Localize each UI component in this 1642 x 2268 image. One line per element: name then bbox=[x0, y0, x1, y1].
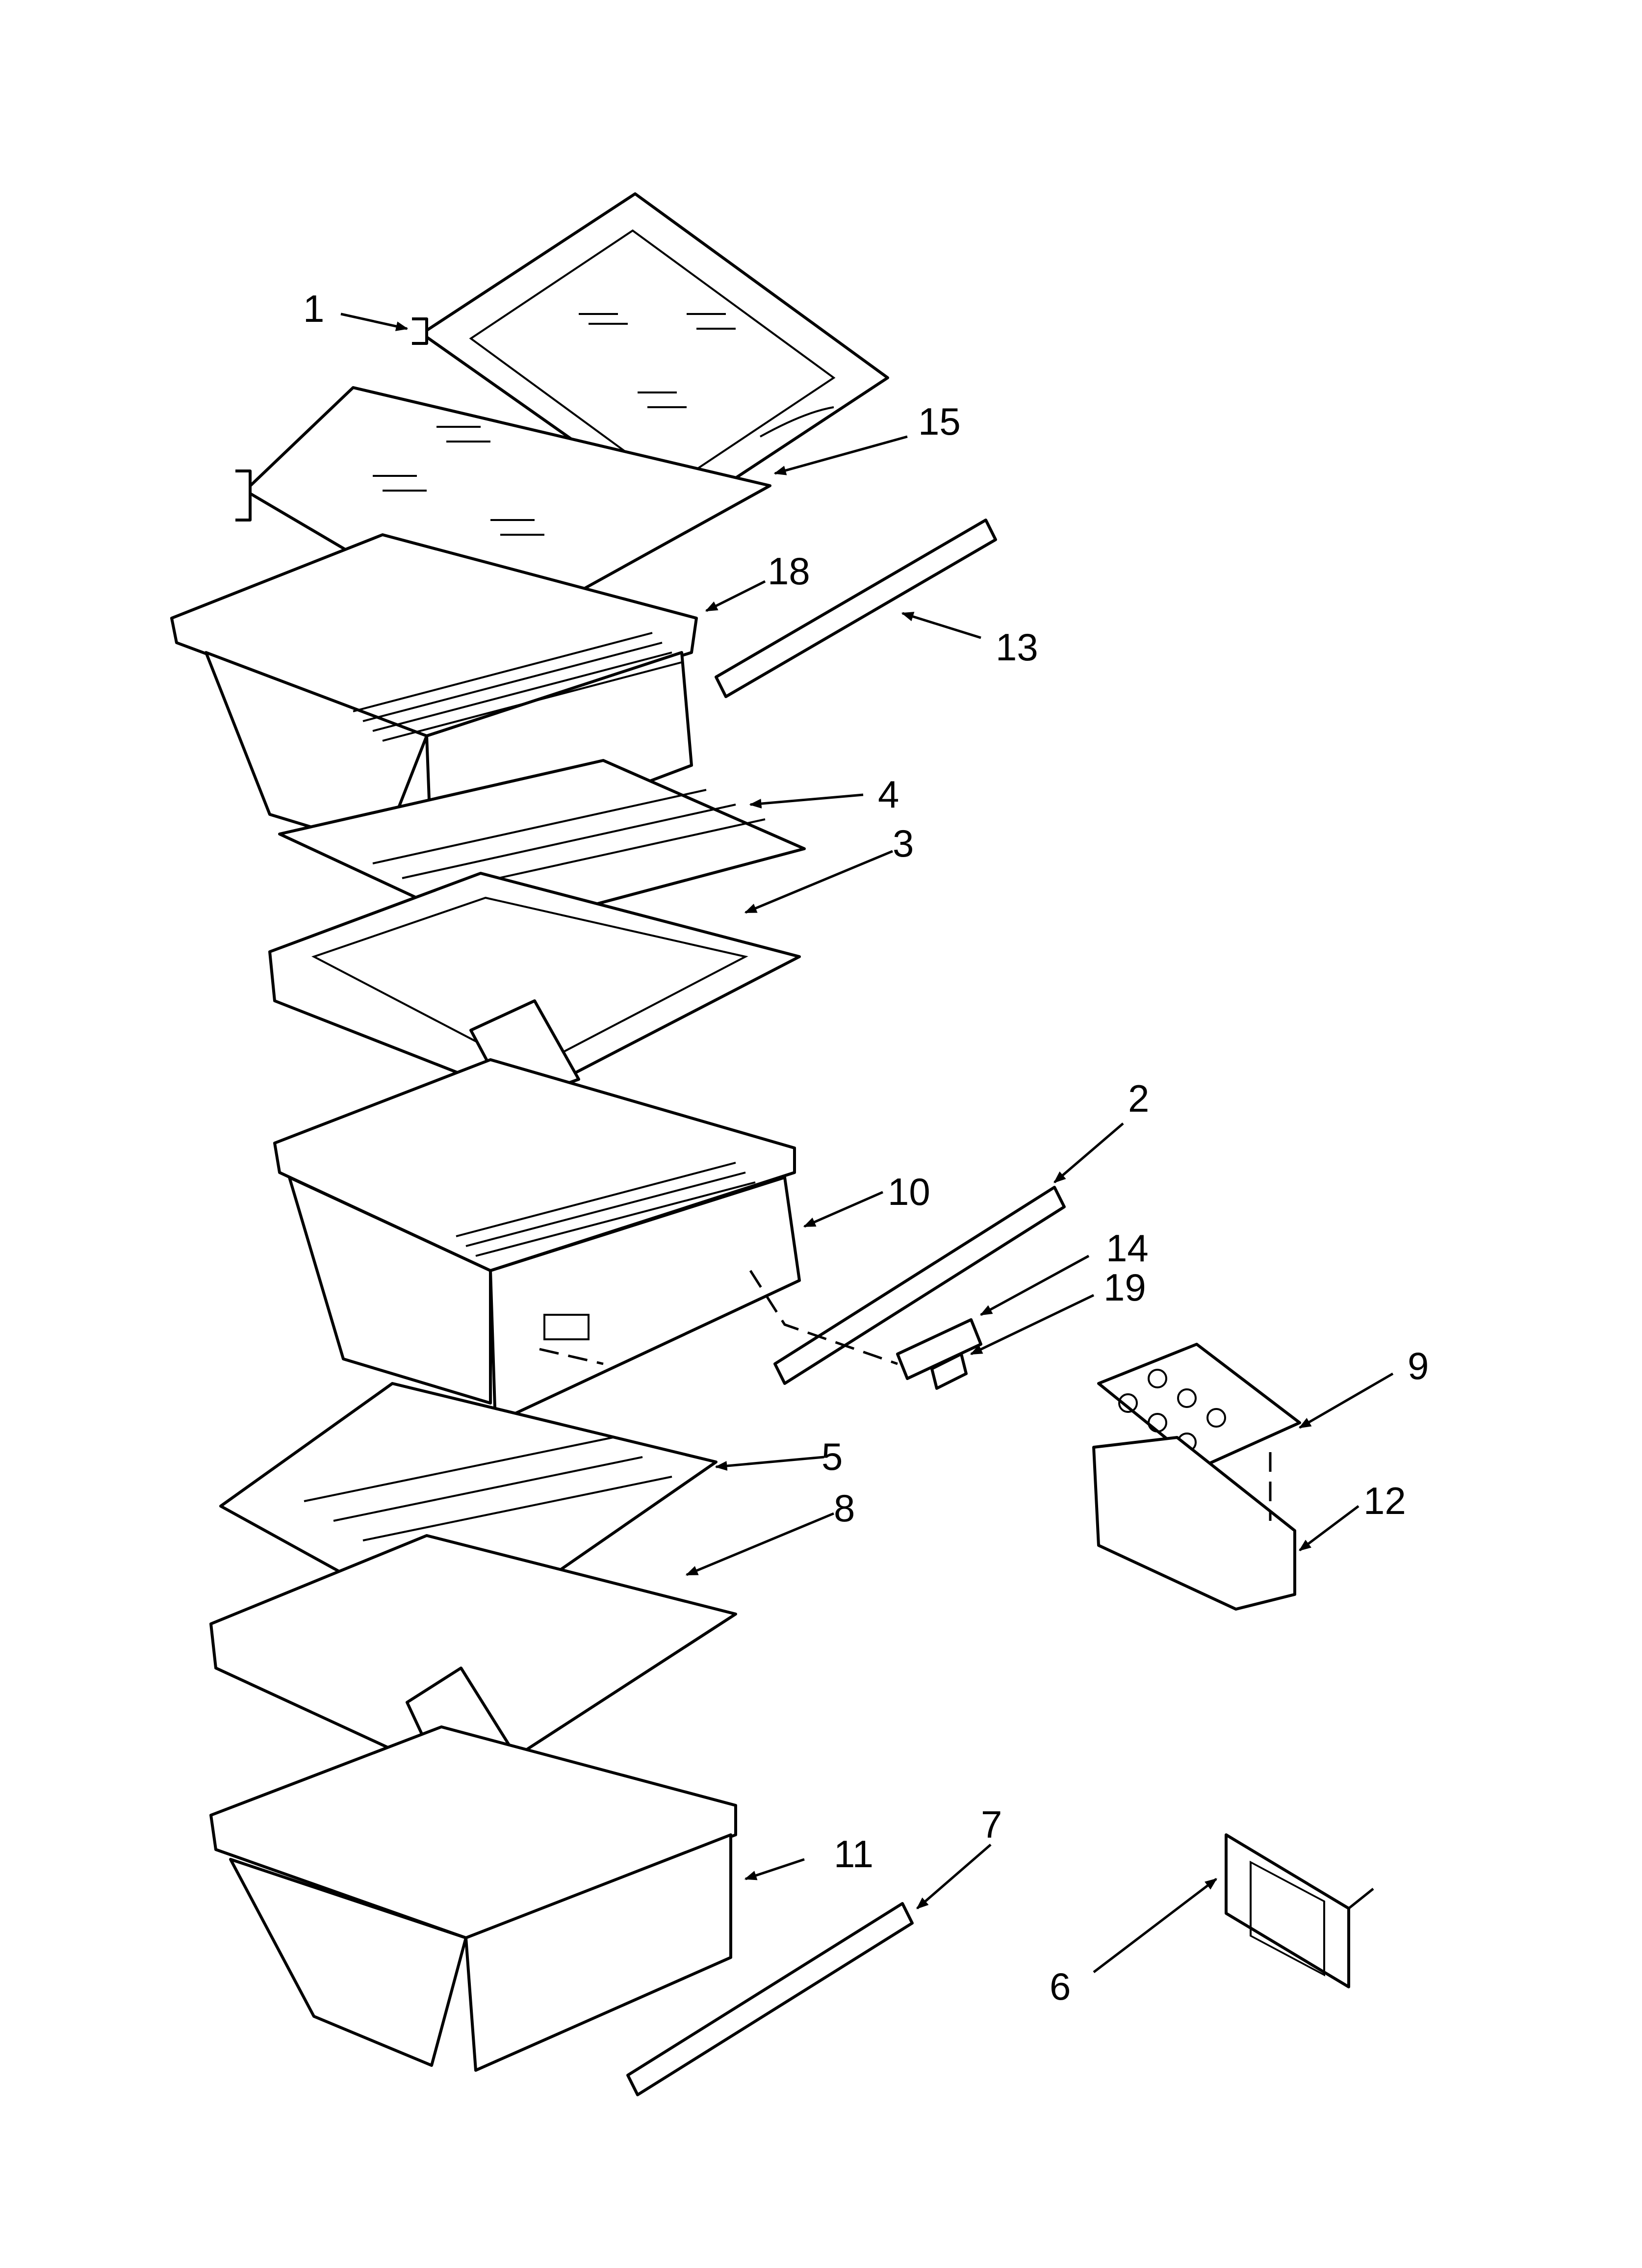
callout-18: 18 bbox=[768, 549, 810, 593]
callout-1: 1 bbox=[303, 287, 325, 330]
callout-10: 10 bbox=[888, 1170, 930, 1213]
clip-parts bbox=[896, 1318, 982, 1390]
callout-2: 2 bbox=[1128, 1077, 1150, 1120]
callout-11: 11 bbox=[834, 1832, 873, 1876]
callout-14: 14 bbox=[1106, 1226, 1149, 1270]
callout-3: 3 bbox=[893, 822, 914, 865]
hidden-reference-lines bbox=[539, 1270, 1272, 1521]
middle-crisper-pan-part bbox=[273, 1058, 801, 1424]
callout-9: 9 bbox=[1408, 1344, 1429, 1387]
egg-bin-part bbox=[1092, 1436, 1296, 1611]
callout-7: 7 bbox=[981, 1803, 1002, 1846]
upper-trim-part bbox=[715, 519, 997, 698]
upper-shelf-part bbox=[412, 192, 889, 517]
callout-6: 6 bbox=[1050, 1965, 1071, 2008]
callout-5: 5 bbox=[821, 1435, 843, 1478]
upper-cover-frame-part bbox=[268, 872, 801, 1105]
callout-12: 12 bbox=[1363, 1479, 1406, 1522]
leader-lines bbox=[340, 313, 1394, 1973]
callout-13: 13 bbox=[996, 626, 1038, 669]
lower-trim-part bbox=[626, 1902, 914, 2096]
callout-8: 8 bbox=[834, 1486, 855, 1530]
light-shield-part bbox=[1225, 1833, 1374, 1988]
callout-15: 15 bbox=[918, 400, 961, 443]
callout-19: 19 bbox=[1103, 1266, 1146, 1309]
middle-trim-part bbox=[773, 1186, 1066, 1385]
lower-crisper-pan-part bbox=[209, 1725, 737, 2072]
callout-4: 4 bbox=[878, 773, 899, 816]
